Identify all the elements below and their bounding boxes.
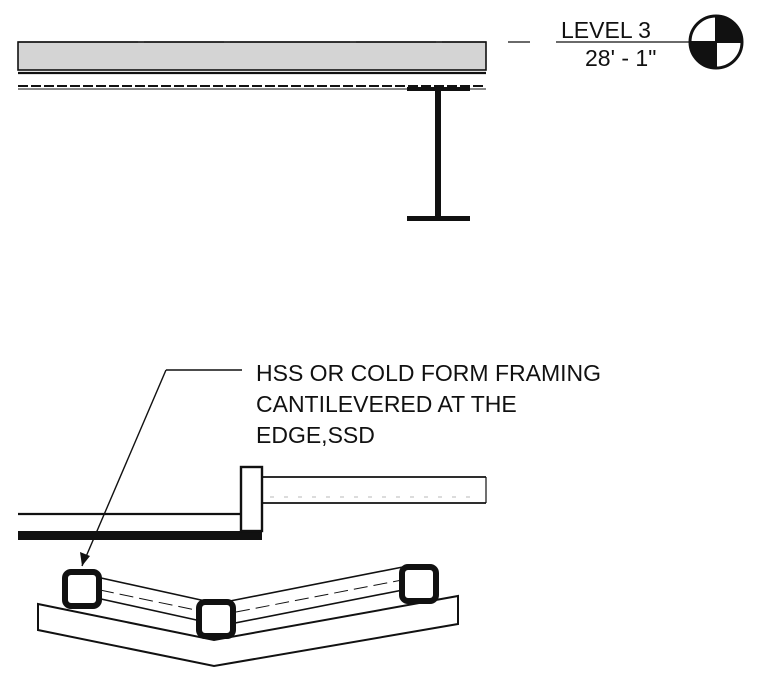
callout-line-3: EDGE,SSD <box>256 422 375 448</box>
chevron-fascia <box>37 594 459 668</box>
level-name: LEVEL 3 <box>561 17 651 43</box>
lower-edge-assembly <box>18 465 487 668</box>
steel-i-beam <box>407 87 470 221</box>
callout-line-2: CANTILEVERED AT THE <box>256 391 517 417</box>
callout-line-1: HSS OR COLD FORM FRAMING <box>256 360 601 386</box>
floor-slab <box>17 41 487 71</box>
upper-floor-assembly <box>17 41 695 221</box>
hss-tube-right <box>399 564 439 604</box>
edge-plate-thick <box>18 531 262 540</box>
hss-tube-left <box>62 569 102 609</box>
leader-arrowhead <box>80 552 90 566</box>
hss-tube-center <box>196 599 236 639</box>
level-elevation: 28' - 1" <box>585 45 656 71</box>
level-datum-icon <box>688 14 744 70</box>
edge-post <box>239 465 264 533</box>
